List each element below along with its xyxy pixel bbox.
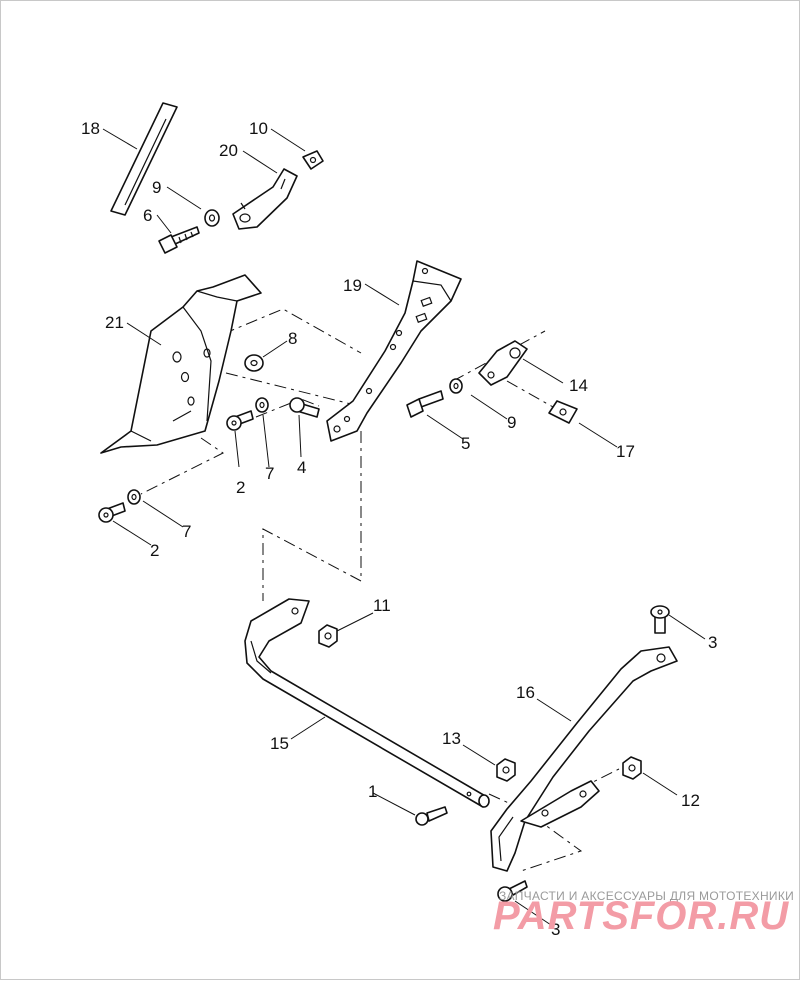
callout-16: 16 (516, 683, 535, 702)
part-11-nut (318, 624, 338, 648)
part-15-rod (244, 598, 490, 808)
part-20-small-bracket (232, 168, 298, 230)
callout-6: 6 (143, 206, 152, 225)
part-4-flange-bolt (289, 397, 320, 418)
part-7-washer-lower (127, 489, 141, 505)
callout-19: 19 (343, 276, 362, 295)
callout-8: 8 (288, 329, 297, 348)
watermark: ЗАПЧАСТИ И АКСЕССУАРЫ ДЛЯ МОТОТЕХНИКИ PA… (493, 889, 794, 938)
callout-1: 1 (368, 782, 377, 801)
callout-3-bottom: 3 (551, 920, 560, 939)
part-2-bolt-lower (98, 502, 126, 523)
part-9-washer-top (204, 209, 220, 227)
callout-9-top: 9 (152, 178, 161, 197)
part-18-trim-strip (110, 102, 178, 216)
callout-13: 13 (442, 729, 461, 748)
callout-labels: 18 10 20 9 6 19 21 8 14 9 5 17 2 7 4 7 2… (81, 119, 717, 939)
watermark-tagline: ЗАПЧАСТИ И АКСЕССУАРЫ ДЛЯ МОТОТЕХНИКИ (499, 889, 794, 903)
callout-2-lower: 2 (150, 541, 159, 560)
callout-18: 18 (81, 119, 100, 138)
part-3-bolt-bottom (497, 880, 528, 902)
callout-10: 10 (249, 119, 268, 138)
part-8-washer (244, 354, 264, 372)
watermark-logo: PARTSFOR.RU (493, 894, 789, 938)
callout-20: 20 (219, 141, 238, 160)
callout-15: 15 (270, 734, 289, 753)
part-19-long-bracket (326, 260, 462, 442)
callout-5: 5 (461, 434, 470, 453)
leader-lines (102, 128, 706, 926)
callout-14: 14 (569, 376, 588, 395)
part-3-bolt-top (650, 605, 670, 634)
part-5-hex-bolt (406, 390, 444, 418)
part-9-washer-right (449, 378, 463, 394)
callout-17: 17 (616, 442, 635, 461)
callout-21: 21 (105, 313, 124, 332)
part-6-hex-bolt (158, 226, 200, 254)
part-1-bolt (415, 806, 448, 826)
part-10-clip-nut (302, 150, 324, 170)
part-12-nut (622, 756, 642, 780)
callout-12: 12 (681, 791, 700, 810)
part-16-support-bar (490, 646, 678, 872)
part-17-clip-nut (548, 400, 578, 424)
callout-11: 11 (373, 596, 391, 615)
part-14-bracket (478, 340, 528, 386)
callout-4: 4 (297, 458, 306, 477)
callout-7-middle: 7 (265, 464, 274, 483)
callout-3-top: 3 (708, 633, 717, 652)
part-2-bolt-middle (226, 410, 254, 431)
callout-9-right: 9 (507, 413, 516, 432)
callout-7-lower: 7 (182, 522, 191, 541)
part-7-washer-middle (255, 397, 269, 413)
part-13-nut (496, 758, 516, 782)
callout-2-middle: 2 (236, 478, 245, 497)
part-21-large-bracket (100, 274, 262, 454)
